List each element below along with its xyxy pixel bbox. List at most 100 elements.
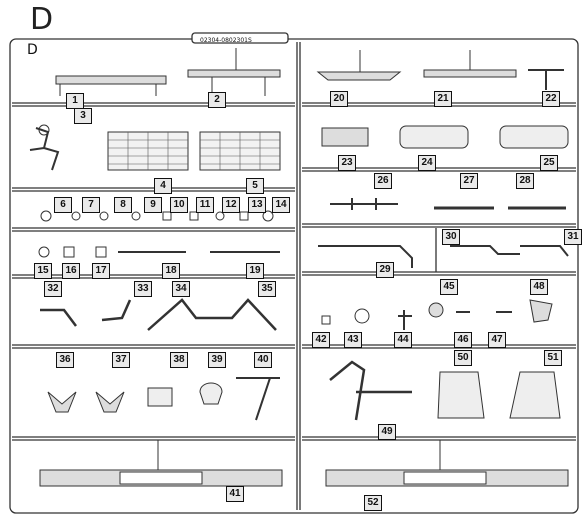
part-23-shape <box>321 127 369 147</box>
part-20-shape <box>316 71 402 81</box>
part-label: 39 <box>208 352 226 368</box>
part-label: 9 <box>144 197 162 213</box>
part-label: 2 <box>208 92 226 108</box>
part-label: 44 <box>394 332 412 348</box>
part-11-shape <box>189 211 199 221</box>
part-label: 6 <box>54 197 72 213</box>
part-label: 48 <box>530 279 548 295</box>
part-label: 33 <box>134 281 152 297</box>
code-tag <box>191 32 289 44</box>
part-label: 34 <box>172 281 190 297</box>
part-label: 47 <box>488 332 506 348</box>
part-label: 22 <box>542 91 560 107</box>
part-label: 52 <box>364 495 382 511</box>
part-43-shape <box>354 308 370 324</box>
part-label: 49 <box>378 424 396 440</box>
part-label: 45 <box>440 279 458 295</box>
part-label: 13 <box>248 197 266 213</box>
part-label: 16 <box>62 263 80 279</box>
part-label: 10 <box>170 197 188 213</box>
part-10-shape <box>162 211 172 221</box>
part-label: 35 <box>258 281 276 297</box>
part-24-shape <box>399 125 469 149</box>
part-50-shape <box>437 371 485 419</box>
part-31-shape <box>520 245 569 257</box>
part-label: 41 <box>226 486 244 502</box>
part-48-shape <box>529 299 553 323</box>
part-45-shape <box>428 302 444 318</box>
part-label: 23 <box>338 155 356 171</box>
part-36-shape <box>47 391 77 413</box>
part-38-shape <box>147 387 173 407</box>
part-label: 7 <box>82 197 100 213</box>
part-label: 19 <box>246 263 264 279</box>
part-label: 32 <box>44 281 62 297</box>
part-label: 5 <box>246 178 264 194</box>
part-label: 38 <box>170 352 188 368</box>
part-22-shape <box>528 69 564 90</box>
part-7-shape <box>71 211 81 221</box>
part-21-shape <box>423 69 517 78</box>
part-42-shape <box>321 315 331 325</box>
part-25-shape <box>499 125 569 149</box>
part-51-shape <box>509 371 561 419</box>
part-label: 31 <box>564 229 582 245</box>
part-label: 43 <box>344 332 362 348</box>
part-label: 50 <box>454 350 472 366</box>
part-2-shape <box>187 69 281 78</box>
part-code: 02304-0802301S <box>200 37 252 44</box>
part-label: 4 <box>154 178 172 194</box>
part-29-shape <box>318 245 413 268</box>
part-label: 12 <box>222 197 240 213</box>
part-17-shape <box>95 246 107 258</box>
part-44-shape <box>398 310 412 330</box>
part-label: 11 <box>196 197 214 213</box>
part-1-shape <box>55 75 167 85</box>
part-26-shape <box>330 198 398 210</box>
part-label: 8 <box>114 197 132 213</box>
part-40-shape <box>236 377 280 421</box>
part-3-shape <box>29 127 60 171</box>
part-label: 36 <box>56 352 74 368</box>
part-16-shape <box>63 246 75 258</box>
part-label: 29 <box>376 262 394 278</box>
part-label: 24 <box>418 155 436 171</box>
part-label: 51 <box>544 350 562 366</box>
part-37-shape <box>95 391 125 413</box>
part-label: 26 <box>374 173 392 189</box>
part-6-shape <box>40 210 52 222</box>
part-9-shape <box>131 211 141 221</box>
part-label: 30 <box>442 229 460 245</box>
part-39-shape <box>199 382 223 405</box>
part-label: 46 <box>454 332 472 348</box>
part-12-shape <box>215 211 225 221</box>
part-label: 17 <box>92 263 110 279</box>
sprue-frame <box>9 38 579 514</box>
part-label: 42 <box>312 332 330 348</box>
part-label: 1 <box>66 93 84 109</box>
part-label: 15 <box>34 263 52 279</box>
part-label: 20 <box>330 91 348 107</box>
part-label: 14 <box>272 197 290 213</box>
part-label: 21 <box>434 91 452 107</box>
part-label: 27 <box>460 173 478 189</box>
part-label: 28 <box>516 173 534 189</box>
part-34-shape <box>147 298 212 331</box>
frame-letter: D <box>27 42 38 58</box>
part-30-shape <box>450 245 520 255</box>
part-label: 3 <box>74 108 92 124</box>
part-label: 40 <box>254 352 272 368</box>
part-label: 18 <box>162 263 180 279</box>
part-13-shape <box>239 211 249 221</box>
part-49-shape <box>329 360 412 421</box>
part-label: 25 <box>540 155 558 171</box>
part-32-shape <box>40 308 77 327</box>
part-8-shape <box>99 211 109 221</box>
part-33-shape <box>101 299 132 322</box>
part-15-shape <box>38 246 50 258</box>
part-35-shape <box>212 298 277 331</box>
sheet-title: D <box>30 2 54 37</box>
part-label: 37 <box>112 352 130 368</box>
part-14-shape <box>262 210 274 222</box>
